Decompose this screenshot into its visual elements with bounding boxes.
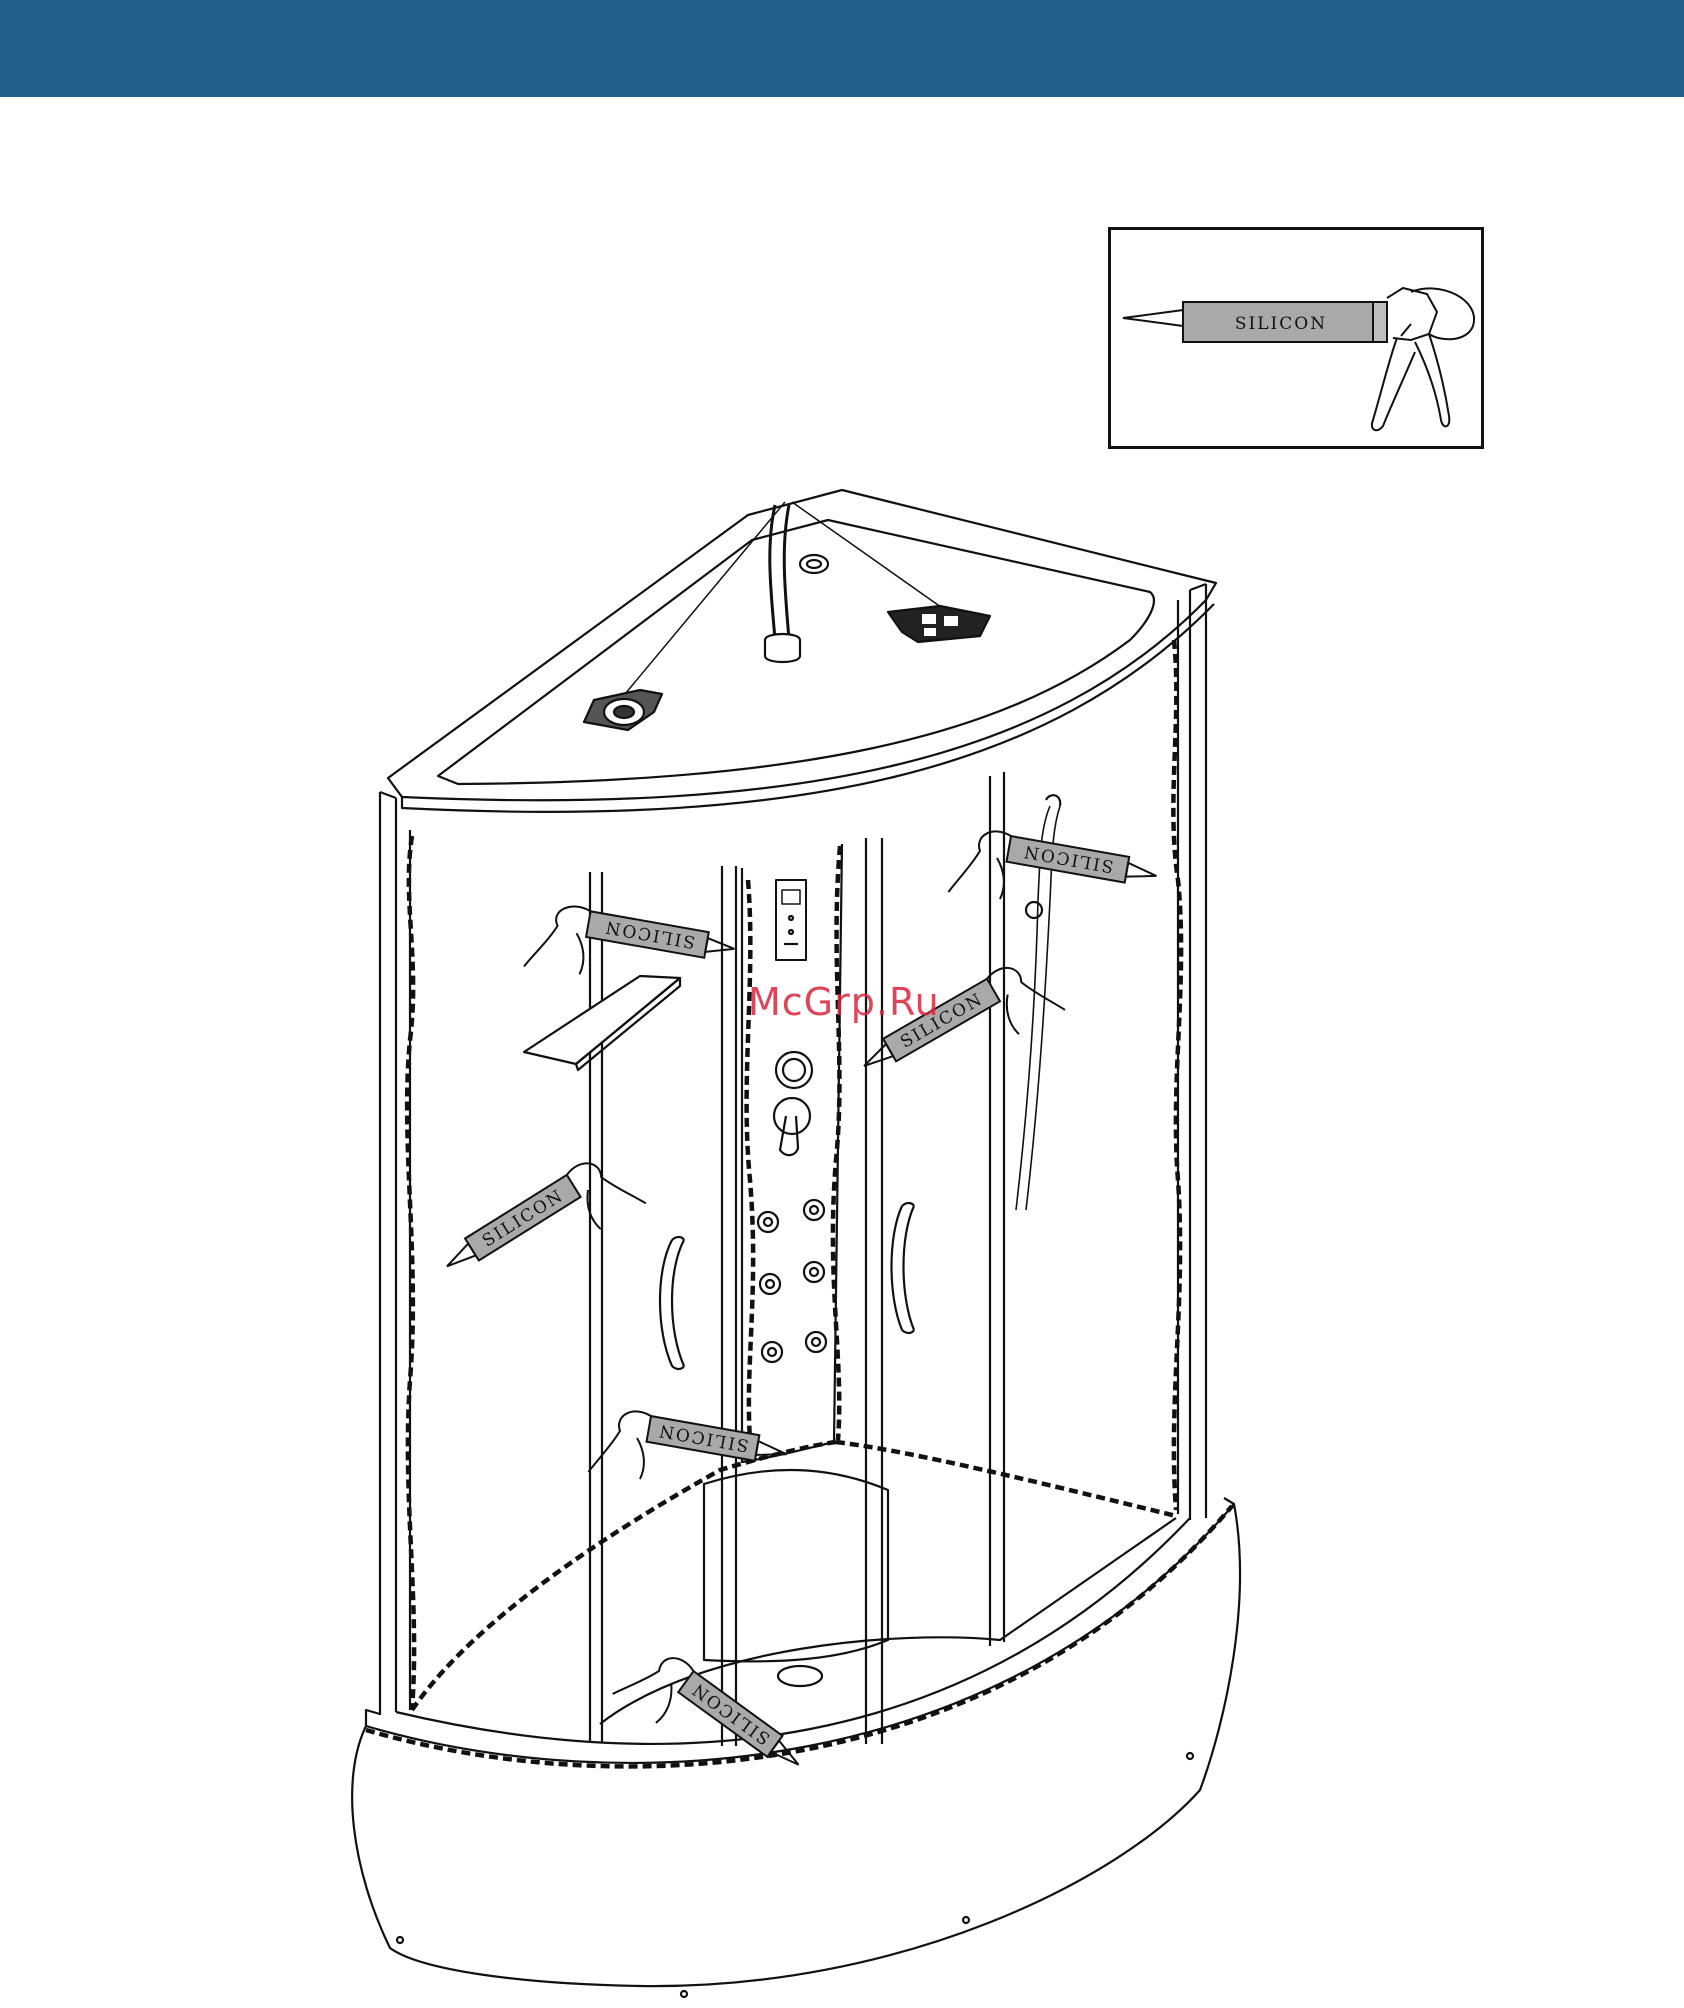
left-door-handle <box>660 1237 684 1369</box>
roof-outline <box>388 490 1216 800</box>
gun-label-6: SILICON <box>688 1678 774 1748</box>
ceiling-speaker-icon <box>584 690 662 730</box>
gun-label-4: SILICON <box>479 1186 568 1252</box>
right-frame-post <box>1190 584 1206 1520</box>
caulking-gun-6: SILICON <box>613 1639 808 1807</box>
left-frame-post <box>380 792 396 1715</box>
ceiling-light-panel-icon <box>888 606 990 642</box>
right-door-handle <box>892 1203 915 1333</box>
watermark-text: McGrp.Ru <box>748 980 940 1024</box>
caulking-gun-3: SILICON <box>856 951 1065 1111</box>
bathtub-base <box>352 1504 1240 1986</box>
caulking-gun-4: SILICON <box>438 1145 646 1310</box>
